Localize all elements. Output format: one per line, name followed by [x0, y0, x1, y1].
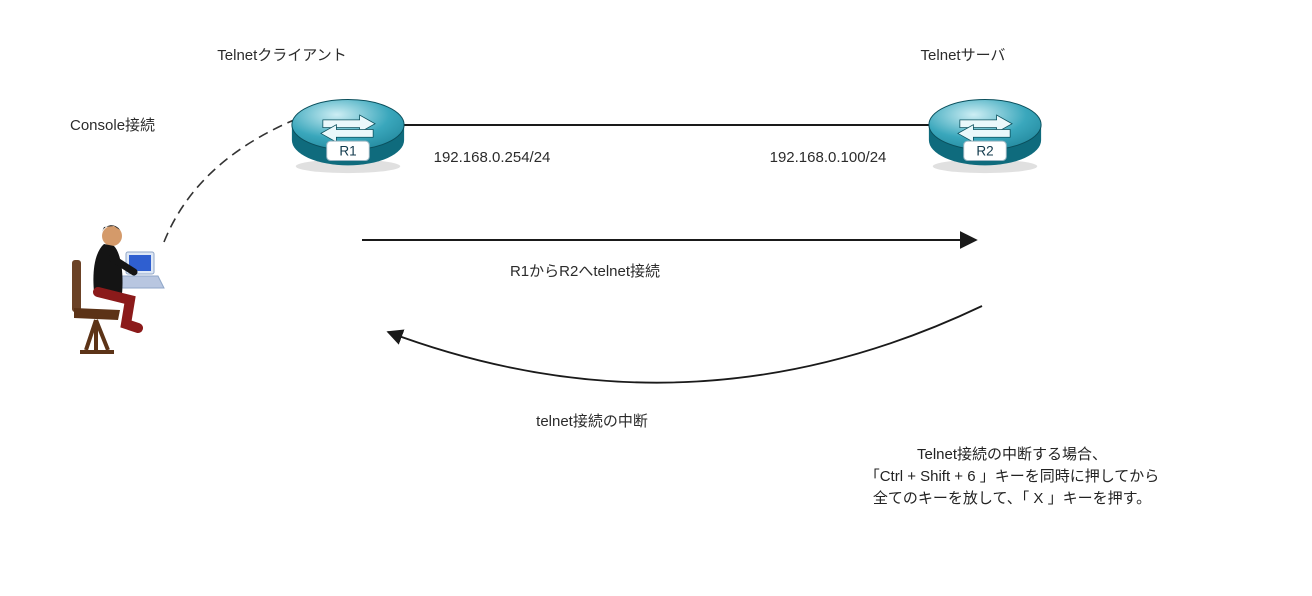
instruction-line-3: 全てのキーを放して、「 X 」キーを押す。	[872, 490, 1152, 507]
router-icon: R2	[928, 99, 1042, 174]
person-arm	[108, 254, 138, 276]
router-shadow	[932, 159, 1038, 174]
interrupt-curve-arrow	[386, 305, 983, 384]
router-arrow-right	[322, 114, 376, 134]
router-r1: R1	[288, 86, 408, 175]
router-icon: R1	[291, 99, 405, 174]
chair-back	[72, 260, 81, 312]
router-arrow-right	[959, 114, 1013, 134]
router-name: R2	[976, 144, 993, 159]
person-head	[102, 226, 122, 246]
console-connection-label: Console接続	[70, 117, 156, 134]
console-dashed-line	[163, 119, 295, 243]
router-label-plate	[326, 140, 370, 161]
router-r2: R2	[925, 86, 1045, 175]
person-legs	[93, 287, 143, 333]
telnet-client-title: Telnetクライアント	[217, 47, 347, 64]
interrupt-arrow-label: telnet接続の中断	[536, 413, 648, 430]
person-computer-icon	[72, 225, 165, 354]
chair-legs	[80, 319, 114, 354]
instruction-line-2: 「Ctrl + Shift + 6 」キーを同時に押してから	[864, 468, 1160, 485]
laptop-keyboard	[115, 275, 165, 289]
instruction-line-1: Telnet接続の中断する場合、	[916, 446, 1108, 463]
laptop-screen	[129, 255, 151, 271]
ip-address-r1: 192.168.0.254/24	[433, 149, 551, 166]
router-label-plate	[963, 140, 1007, 161]
person-hair	[102, 225, 120, 232]
router-arrow-left	[320, 124, 374, 143]
router-name: R1	[339, 144, 356, 159]
ip-address-r2: 192.168.0.100/24	[769, 149, 887, 166]
person-torso	[93, 244, 123, 294]
chair-seat	[74, 308, 120, 320]
interrupt-instructions: Telnet接続の中断する場合、 「Ctrl + Shift + 6 」キーを同…	[865, 444, 1160, 510]
telnet-arrow-label: R1からR2へtelnet接続	[509, 263, 661, 280]
router-arrow-left	[957, 124, 1011, 143]
telnet-server-title: Telnetサーバ	[920, 47, 1006, 64]
router-shadow	[295, 159, 401, 174]
